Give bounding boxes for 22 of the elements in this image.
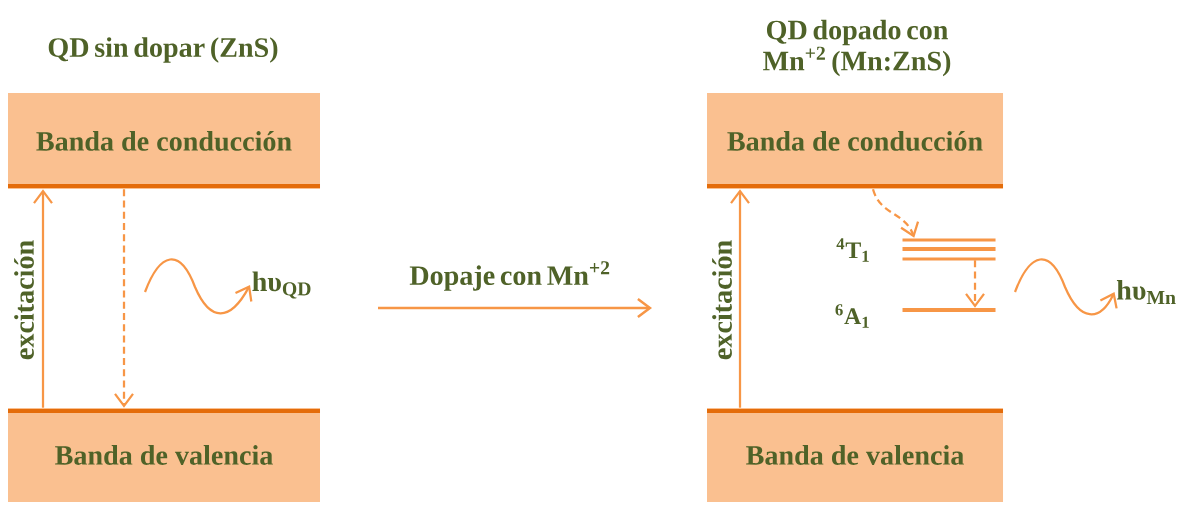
band-box: Banda de valencia xyxy=(8,408,320,502)
level-label: $^{6}$A$_{1}$ xyxy=(835,304,869,328)
arrow xyxy=(730,189,750,408)
heading: QD dopado con Mn$^{+2}$ (Mn:ZnS) xyxy=(763,19,951,77)
arrow xyxy=(114,189,134,408)
band-box: Banda de valencia xyxy=(707,408,1003,502)
arrow xyxy=(33,189,53,408)
arrow xyxy=(965,260,985,308)
band-box: Banda de conducción xyxy=(707,93,1003,189)
edge-label: excitación xyxy=(14,240,34,360)
photon-label: hυ$_{QD}$ xyxy=(252,271,311,299)
photon-label: hυ$_{Mn}$ xyxy=(1116,280,1176,304)
level-label: $^{4}$T$_{1}$ xyxy=(836,238,869,262)
energy-level xyxy=(902,308,996,312)
band-box: Banda de conducción xyxy=(8,93,320,189)
arrow-label: Dopaje con Mn$^{+2}$ xyxy=(409,261,610,291)
arrow xyxy=(871,188,920,238)
photon-arrow xyxy=(1014,258,1118,316)
energy-level xyxy=(902,238,996,261)
heading: QD sin dopar (ZnS) xyxy=(48,37,278,63)
edge-label: excitación xyxy=(712,240,732,360)
photon-arrow xyxy=(143,258,253,315)
